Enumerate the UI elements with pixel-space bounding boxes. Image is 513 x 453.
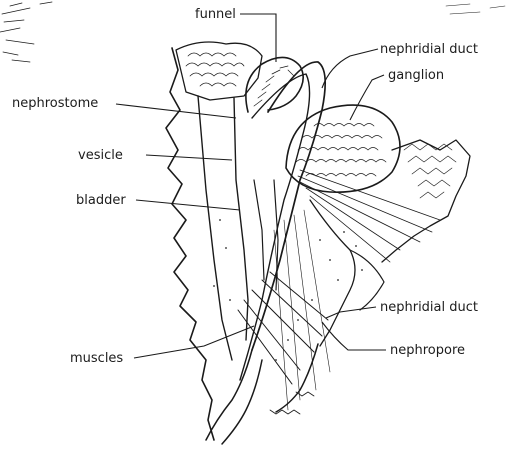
funnel — [246, 57, 303, 112]
leader-ganglion — [350, 75, 384, 120]
leader-muscles — [134, 326, 254, 358]
leader-bladder — [136, 200, 240, 210]
leader-nephridial-duct-lower — [326, 307, 376, 318]
body-wall-outline — [166, 48, 214, 440]
ganglion — [286, 105, 400, 192]
muscles — [238, 210, 330, 410]
specimen-drawing — [166, 42, 470, 444]
label-nephrostome: nephrostome — [12, 96, 98, 111]
label-vesicle: vesicle — [78, 148, 123, 163]
label-nephridial-duct-upper: nephridial duct — [380, 42, 478, 57]
label-nephropore: nephropore — [390, 343, 465, 358]
funnel-cells — [176, 42, 262, 100]
leader-vesicle — [146, 155, 232, 160]
label-ganglion: ganglion — [388, 68, 444, 83]
leader-nephridial-duct-upper — [322, 49, 378, 88]
label-nephridial-duct-lower: nephridial duct — [380, 300, 478, 315]
vesicle — [198, 96, 232, 360]
leader-funnel — [240, 14, 276, 62]
nephropore-region — [206, 344, 318, 444]
label-bladder: bladder — [76, 193, 126, 208]
label-funnel: funnel — [195, 7, 236, 22]
label-muscles: muscles — [70, 351, 123, 366]
right-tissue — [298, 140, 470, 346]
labels: funnel nephridial duct ganglion nephrost… — [12, 7, 478, 366]
